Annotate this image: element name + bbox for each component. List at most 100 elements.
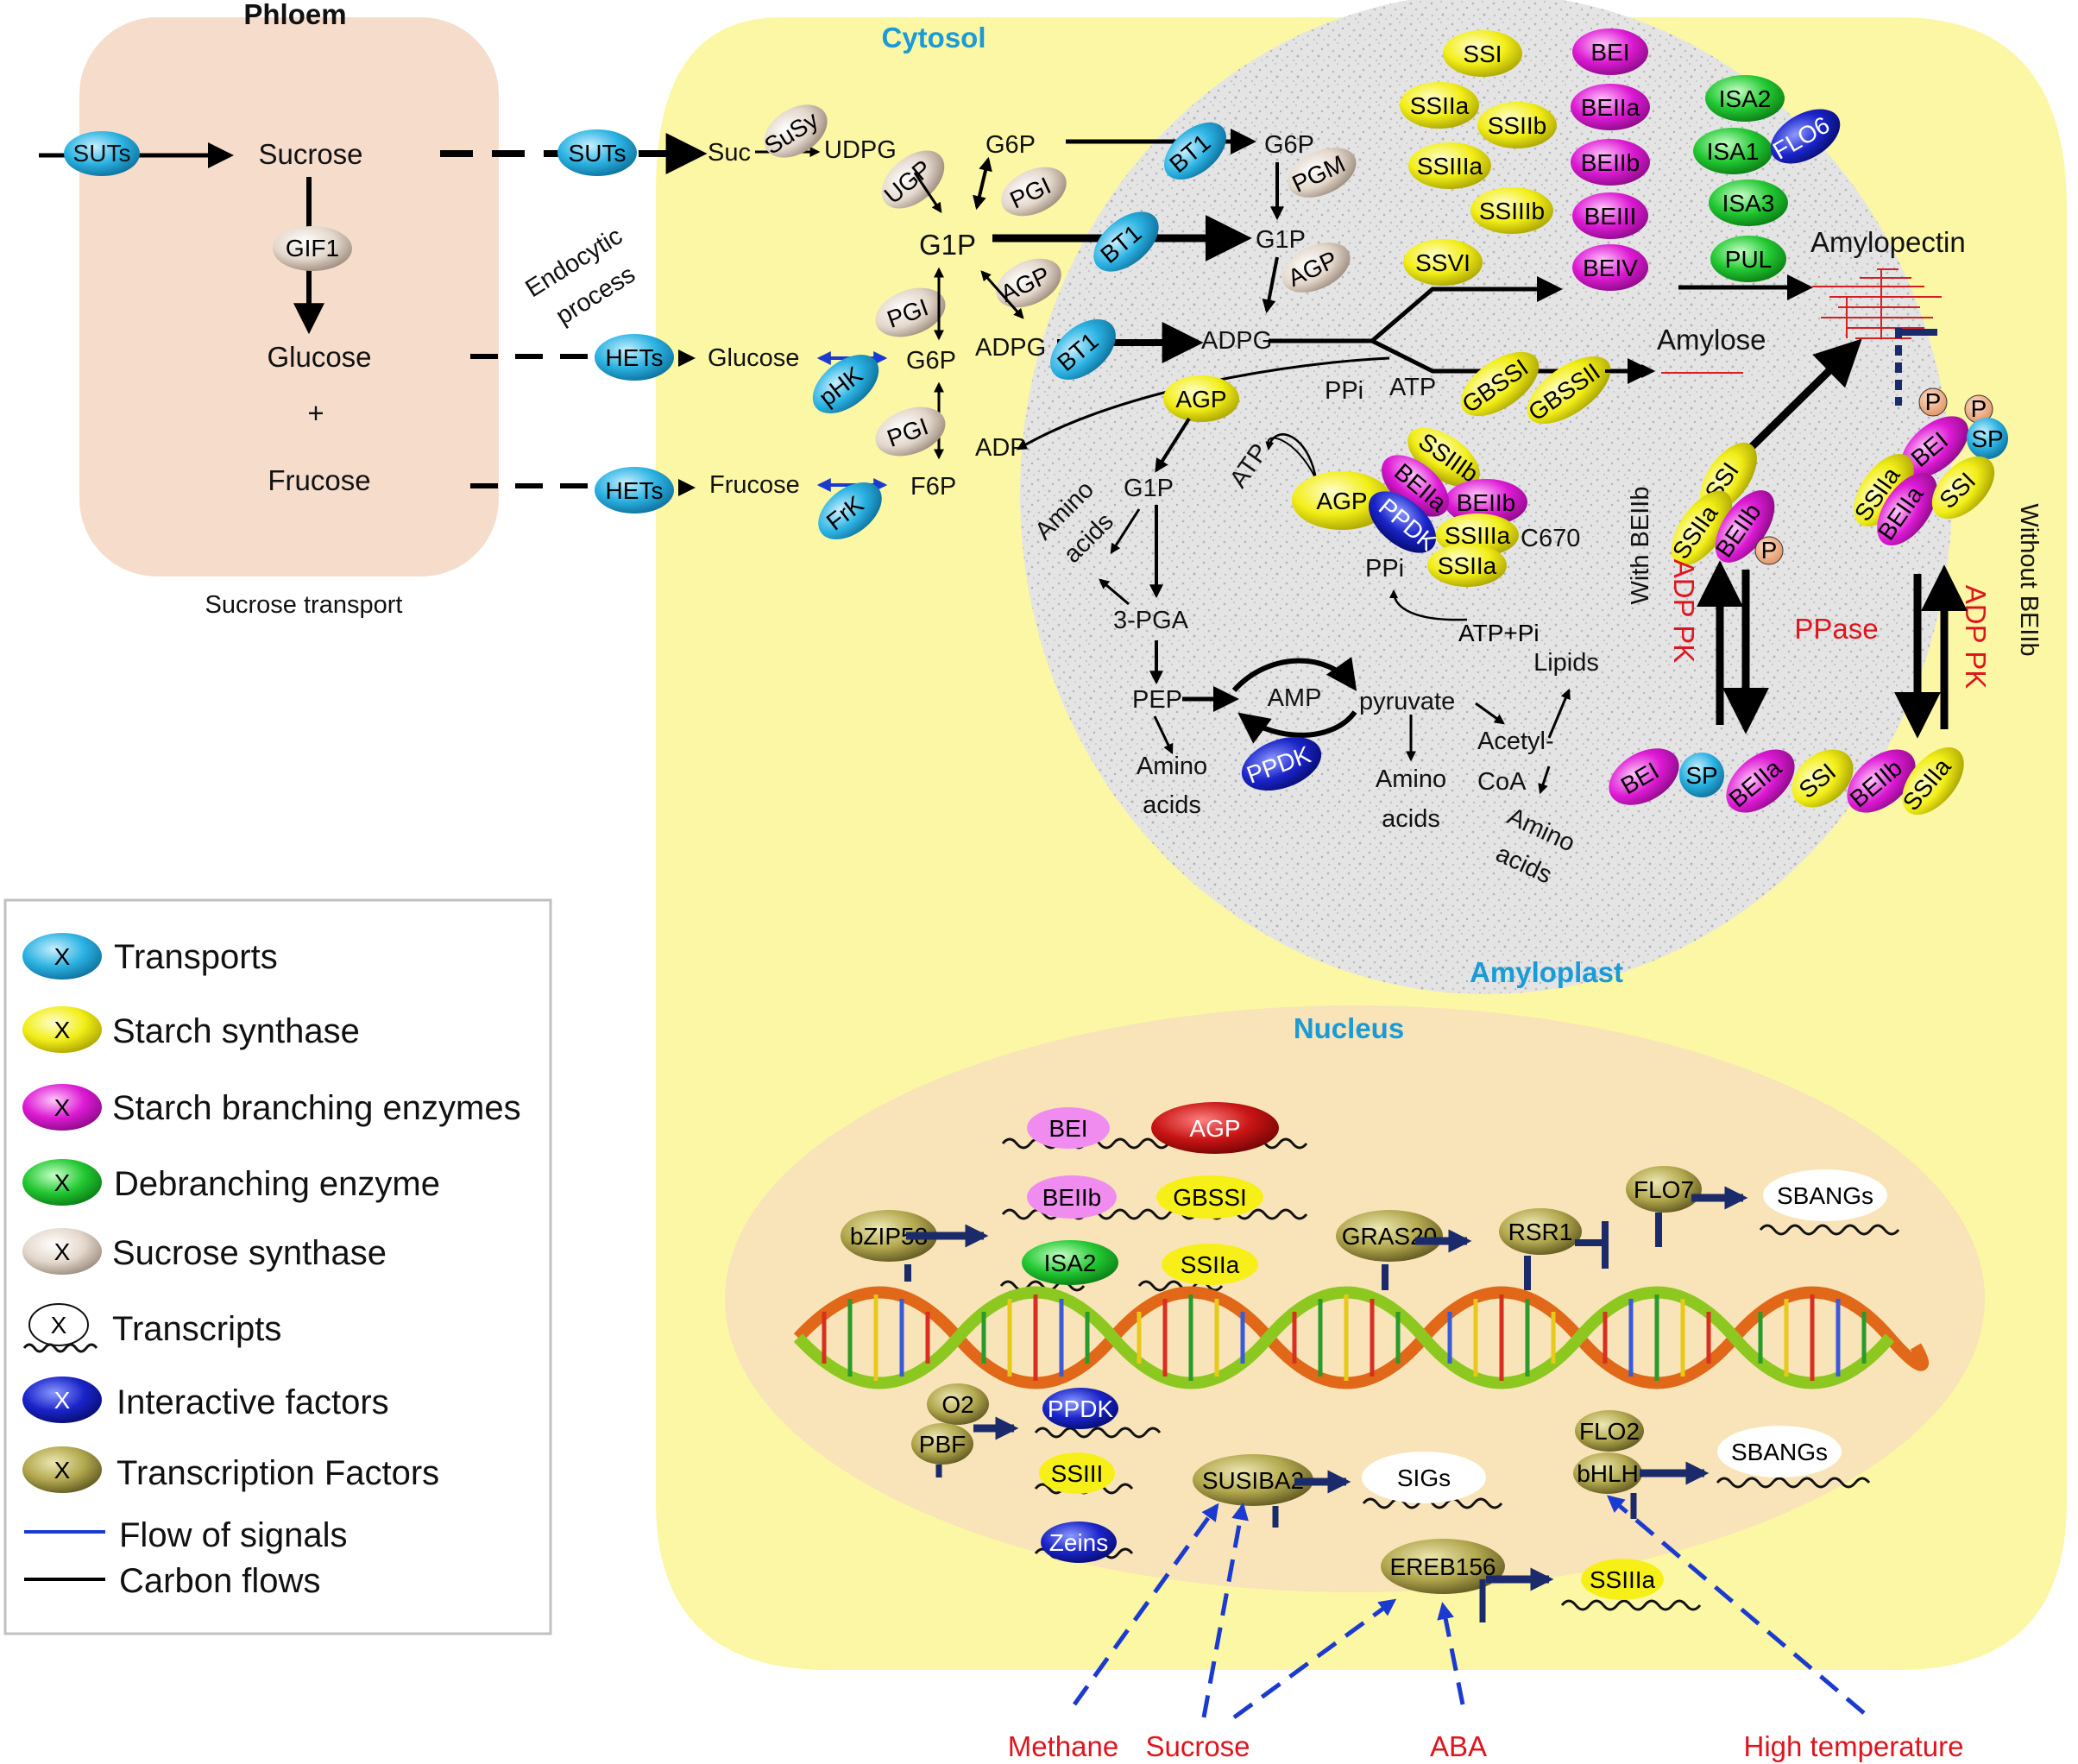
sigs-node: [1362, 1452, 1486, 1503]
phosphate-2: [1918, 387, 1948, 417]
atp-label: ATP: [1389, 374, 1436, 401]
gene-beiib: [1027, 1175, 1117, 1219]
sbangs-1: [1763, 1169, 1887, 1221]
phloem-frucose: Frucose: [268, 464, 370, 496]
row-sp: [1679, 753, 1724, 797]
tf-pbf: [911, 1423, 973, 1465]
frk-enzyme: [818, 482, 882, 539]
legend-label-6: Interactive factors: [116, 1383, 389, 1421]
de-isa2: ISA2: [1719, 85, 1772, 112]
acetyl-a: Acetyl-: [1477, 728, 1554, 755]
ss-ssiia: SSIIa: [1410, 92, 1470, 119]
amino2-a: Amino: [1137, 753, 1207, 780]
tf-susiba2: [1193, 1454, 1313, 1506]
row-ssi: [1791, 749, 1854, 808]
ereb156-label: EREB156: [1390, 1553, 1496, 1580]
cytosol-title: Cytosol: [881, 22, 985, 54]
udpg-label: UDPG: [824, 136, 897, 164]
gene-gbssi-label: GBSSI: [1173, 1184, 1247, 1211]
flo2-label: FLO2: [1579, 1418, 1640, 1445]
cluster-right-sp: [1967, 418, 2008, 459]
bhlh-label: bHLH: [1577, 1460, 1639, 1487]
svg-text:X: X: [51, 1312, 67, 1339]
legend-label-1: Starch synthase: [112, 1012, 360, 1050]
phloem-plus: +: [307, 397, 324, 429]
complex-ppdk: [1368, 491, 1437, 553]
gene-ppdk: [1042, 1388, 1118, 1429]
without-beiib-label: Without BEIIb: [2015, 503, 2043, 656]
amino3-b: acids: [1382, 805, 1440, 833]
signal-aba: ABA: [1430, 1730, 1487, 1762]
hets2-label: HETs: [606, 477, 664, 504]
legend-de-icon: [22, 1159, 102, 1206]
ss-ssiib: SSIIb: [1488, 112, 1546, 139]
legend-label-0: Transports: [114, 938, 278, 976]
svg-text:X: X: [54, 1457, 71, 1484]
row-ssiia: [1902, 747, 1964, 816]
gene-agp-label: AGP: [1189, 1115, 1240, 1142]
ss-ssvi: SSVI: [1415, 249, 1470, 276]
pgi-enzyme-1: [1001, 167, 1067, 217]
legend-transport-icon: [22, 933, 102, 980]
legend-label-2: Starch branching enzymes: [112, 1089, 521, 1127]
legend-item-branching: X Starch branching enzymes: [22, 1084, 521, 1131]
gene-bei: [1027, 1107, 1110, 1149]
complex-agp-label: AGP: [1316, 488, 1367, 514]
adpg-amy-label: ADPG: [1201, 327, 1272, 355]
branching-enzyme-column: BEI BEIIa BEIIb BEIII BEIV: [1571, 28, 1650, 291]
g1p-cyt-label: G1P: [919, 229, 976, 261]
suts-transporter-cytosol: [557, 129, 637, 176]
signal-arrows: [1072, 1495, 1866, 1720]
tf-gras20: [1336, 1210, 1443, 1262]
legend-label-9: Carbon flows: [119, 1562, 320, 1600]
gene-beiib-label: BEIIb: [1042, 1184, 1101, 1211]
legend-ss-icon: [22, 1006, 102, 1053]
tf-ereb156: [1381, 1539, 1505, 1594]
flo7-label: FLO7: [1634, 1176, 1694, 1203]
legend-item-carbon: Carbon flows: [24, 1562, 320, 1600]
frucose-cyt-label: Frucose: [709, 471, 800, 499]
susiba2-label: SUSIBA2: [1202, 1467, 1304, 1494]
row-beiib: [1847, 749, 1916, 813]
phk-enzyme: [812, 355, 879, 413]
be-bei: BEI: [1590, 39, 1629, 66]
hets1-label: HETs: [606, 344, 664, 371]
adp-pk-right: ADP PK: [1960, 585, 1992, 689]
glucose-cyt-label: Glucose: [708, 344, 799, 372]
gene-isa2: [1022, 1240, 1118, 1285]
ssiii-label: SSIII: [1051, 1460, 1104, 1487]
legend-label-4: Sucrose synthase: [112, 1234, 387, 1272]
g6p-cyt-label: G6P: [985, 131, 1036, 159]
complex-ssiiib: [1407, 427, 1480, 488]
cluster-right-bei: [1900, 416, 1969, 478]
phloem-glucose: Glucose: [267, 341, 371, 373]
legend-item-signals: Flow of signals: [24, 1516, 348, 1554]
svg-text:X: X: [54, 1094, 71, 1121]
nucleus-title: Nucleus: [1294, 1012, 1404, 1044]
gbssii-enzyme: [1527, 356, 1611, 424]
ss-ssiiib: SSIIIb: [1479, 198, 1545, 224]
g1p-amy2-label: G1P: [1124, 475, 1174, 502]
gene-ssiiia: [1581, 1559, 1664, 1600]
pgm-enzyme: [1288, 148, 1357, 198]
be-beiv: BEIV: [1583, 255, 1638, 281]
adpg-cyt-label: ADPG: [975, 334, 1046, 362]
complex-beiib: [1445, 479, 1527, 526]
susy-enzyme: [764, 104, 828, 158]
legend-label-3: Debranching enzyme: [114, 1165, 440, 1203]
amp-label: AMP: [1268, 684, 1322, 712]
amyloplast-content: BT1 BT1 BT1 G6P PGM G1P AGP ADPG PPi ATP…: [992, 28, 2043, 890]
g6p-amy-label: G6P: [1264, 131, 1314, 159]
complex-ssiiia-label: SSIIIa: [1445, 522, 1511, 549]
amylose-label: Amylose: [1657, 324, 1766, 356]
gbssi-enzyme: [1460, 351, 1540, 417]
tf-flo2: [1575, 1410, 1644, 1452]
complex-beiib-label: BEIIb: [1457, 489, 1515, 516]
phloem-sucrose: Sucrose: [258, 138, 362, 170]
ppi2-label: PPi: [1365, 555, 1404, 583]
sbangs1-label: SBANGs: [1777, 1182, 1873, 1209]
agp2-label: AGP: [1175, 386, 1226, 413]
be-beiia: BEIIa: [1581, 94, 1640, 121]
p1-label: P: [1761, 537, 1778, 564]
